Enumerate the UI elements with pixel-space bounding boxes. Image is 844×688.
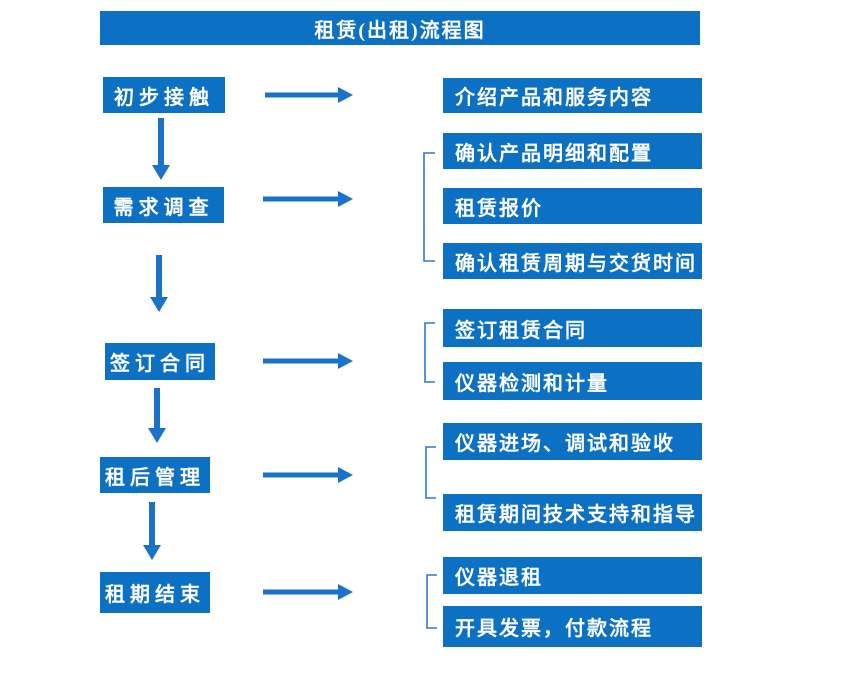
right-arrow-3	[263, 353, 353, 369]
down-arrow-2	[150, 255, 168, 312]
detail-box-technical-support-guidance: 租赁期间技术支持和指导	[443, 494, 702, 531]
right-arrow-4	[263, 467, 353, 483]
detail-box-confirm-product-details: 确认产品明细和配置	[443, 133, 702, 169]
title-banner: 租赁(出租)流程图	[100, 11, 700, 45]
down-arrow-3	[148, 388, 166, 443]
group-bracket-demand-survey	[423, 152, 435, 262]
group-bracket-rental-end	[426, 574, 437, 629]
detail-box-instrument-testing-metering: 仪器检测和计量	[443, 362, 702, 400]
group-bracket-post-rental	[425, 446, 436, 499]
step-box-post-rental-management: 租后管理	[100, 457, 210, 493]
step-box-demand-survey: 需求调查	[103, 187, 224, 223]
down-arrow-4	[143, 502, 161, 560]
step-box-rental-end: 租期结束	[100, 572, 210, 613]
detail-box-instrument-return: 仪器退租	[443, 557, 702, 594]
group-bracket-sign-contract	[424, 322, 435, 383]
detail-box-sign-rental-contract: 签订租赁合同	[443, 309, 702, 347]
right-arrow-2	[263, 191, 353, 207]
down-arrow-1	[152, 118, 170, 180]
detail-box-rental-quotation: 租赁报价	[443, 188, 702, 224]
step-box-sign-contract: 签订合同	[105, 343, 215, 380]
right-arrow-5	[263, 584, 353, 600]
detail-box-introduce-products-services: 介绍产品和服务内容	[443, 78, 702, 113]
right-arrow-1	[265, 87, 353, 103]
detail-box-confirm-rental-period-delivery: 确认租赁周期与交货时间	[443, 243, 702, 279]
detail-box-invoice-payment-process: 开具发票，付款流程	[443, 606, 702, 647]
page-title: 租赁(出租)流程图	[314, 19, 486, 42]
step-box-initial-contact: 初步接触	[103, 77, 225, 113]
detail-box-instrument-entry-debug-acceptance: 仪器进场、调试和验收	[443, 423, 702, 460]
